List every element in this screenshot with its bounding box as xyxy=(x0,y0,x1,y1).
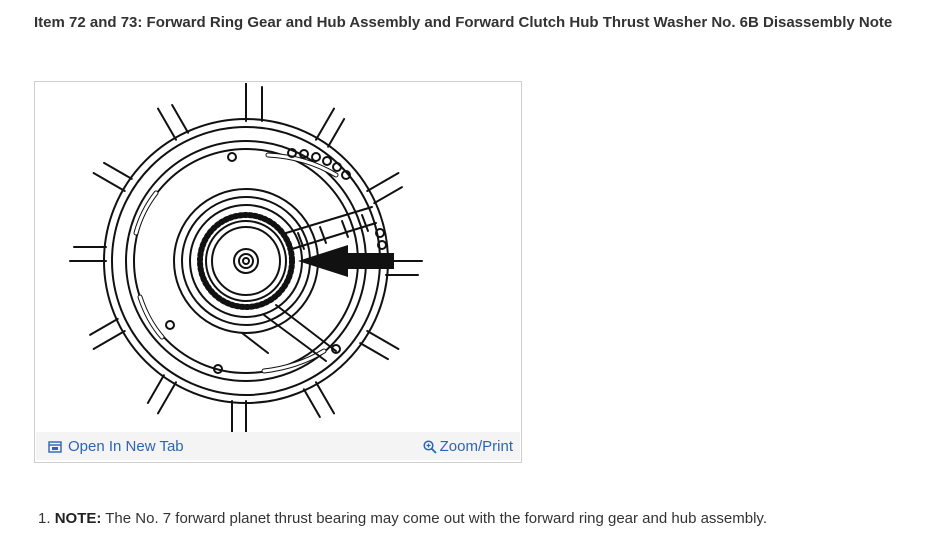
open-in-new-tab-link[interactable]: Open In New Tab xyxy=(48,438,184,455)
spoke-tabs xyxy=(69,83,423,433)
open-in-new-tab-label: Open In New Tab xyxy=(68,438,184,455)
ring-gear-diagram xyxy=(69,83,423,433)
note-text: The No. 7 forward planet thrust bearing … xyxy=(101,510,767,527)
open-new-tab-icon xyxy=(48,440,62,453)
indicator-arrow xyxy=(298,245,394,277)
zoom-print-label: Zoom/Print xyxy=(439,438,513,455)
note-list: 1. NOTE: The No. 7 forward planet thrust… xyxy=(38,510,767,527)
figure-container: Open In New Tab Zoom/Print xyxy=(34,81,522,463)
note-label: NOTE: xyxy=(54,510,102,527)
note-number: 1. xyxy=(38,510,51,527)
magnifier-zoom-icon xyxy=(423,439,437,454)
figure-toolbar: Open In New Tab Zoom/Print xyxy=(36,432,520,460)
zoom-print-link[interactable]: Zoom/Print xyxy=(423,438,513,455)
page-title: Item 72 and 73: Forward Ring Gear and Hu… xyxy=(34,14,893,31)
